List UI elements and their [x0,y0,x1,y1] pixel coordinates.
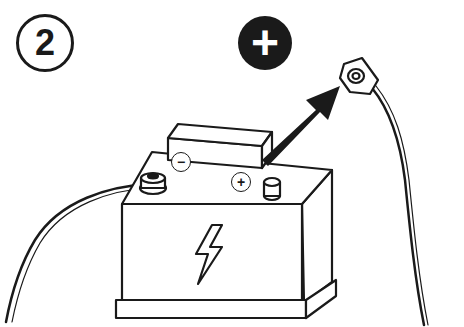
positive-icon-text: + [251,19,279,67]
step-number: 2 [16,14,74,72]
positive-icon: + [238,16,292,70]
negative-terminal-mark: − [171,152,191,172]
step-number-text: 2 [35,25,55,61]
negative-terminal-mark-text: − [177,155,185,169]
positive-terminal-mark-text: + [237,175,245,189]
positive-terminal-mark: + [231,172,251,192]
